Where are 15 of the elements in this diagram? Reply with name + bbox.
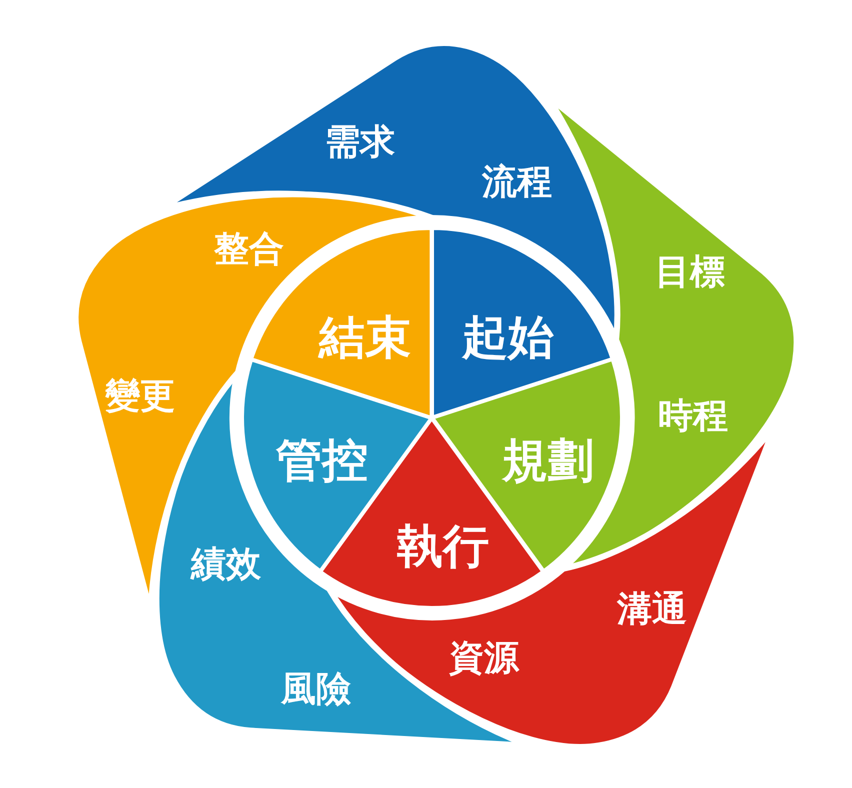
sector-label: 執行	[396, 523, 489, 569]
sector-label: 結束	[318, 314, 411, 360]
petal-label: 資源	[448, 641, 519, 676]
petal-label: 目標	[654, 255, 725, 290]
petal-label: 需求	[325, 125, 395, 160]
petal-label: 溝通	[616, 592, 687, 628]
sector-label: 規劃	[502, 436, 594, 483]
petal-label: 變更	[105, 379, 175, 414]
petal-label: 風險	[280, 672, 351, 708]
petal-label: 時程	[658, 399, 728, 434]
petal-label: 績效	[190, 547, 261, 582]
petal-label: 整合	[214, 232, 284, 268]
sector-label: 管控	[276, 436, 368, 483]
sector-label: 起始	[462, 314, 554, 360]
petal-label: 流程	[482, 165, 552, 200]
